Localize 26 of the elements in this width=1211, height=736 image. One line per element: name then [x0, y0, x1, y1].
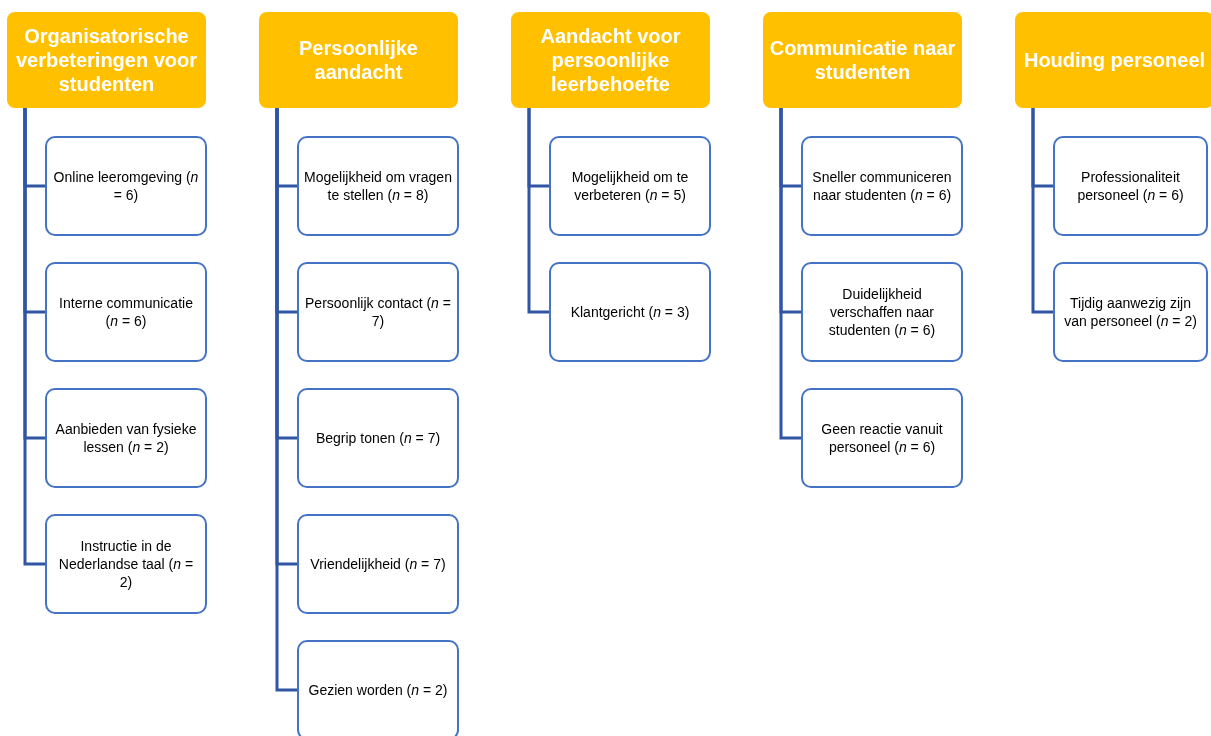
subcategory-box: Online leeromgeving (n = 6)	[45, 136, 207, 236]
connector-line	[779, 108, 801, 440]
connector-line	[527, 108, 549, 314]
subcategory-box: Interne communicatie (n = 6)	[45, 262, 207, 362]
subcategory-box: Persoonlijk contact (n = 7)	[297, 262, 459, 362]
subcategory-box: Mogelijkheid om te verbeteren (n = 5)	[549, 136, 711, 236]
connector-line	[1031, 108, 1053, 314]
category-box: Organisatorische verbeteringen voor studenten	[7, 12, 206, 108]
connector-line	[23, 108, 45, 566]
category-box: Persoonlijke aandacht	[259, 12, 458, 108]
subcategory-box: Duidelijkheid verschaffen naar studenten (n = 6)	[801, 262, 963, 362]
subcategory-box: Sneller communiceren naar studenten (n = 6)	[801, 136, 963, 236]
subcategory-box: Klantgericht (n = 3)	[549, 262, 711, 362]
subcategory-box: Vriendelijkheid (n = 7)	[297, 514, 459, 614]
subcategory-box: Aanbieden van fysieke lessen (n = 2)	[45, 388, 207, 488]
category-box: Houding personeel	[1015, 12, 1211, 108]
category-box: Communicatie naar studenten	[763, 12, 962, 108]
subcategory-box: Gezien worden (n = 2)	[297, 640, 459, 736]
subcategory-box: Tijdig aanwezig zijn van personeel (n = 2)	[1053, 262, 1208, 362]
subcategory-box: Begrip tonen (n = 7)	[297, 388, 459, 488]
subcategory-box: Mogelijkheid om vragen te stellen (n = 8)	[297, 136, 459, 236]
subcategory-box: Instructie in de Nederlandse taal (n = 2)	[45, 514, 207, 614]
category-box: Aandacht voor persoonlijke leerbehoefte	[511, 12, 710, 108]
subcategory-box: Geen reactie vanuit personeel (n = 6)	[801, 388, 963, 488]
connector-line	[275, 108, 297, 692]
subcategory-box: Professionaliteit personeel (n = 6)	[1053, 136, 1208, 236]
